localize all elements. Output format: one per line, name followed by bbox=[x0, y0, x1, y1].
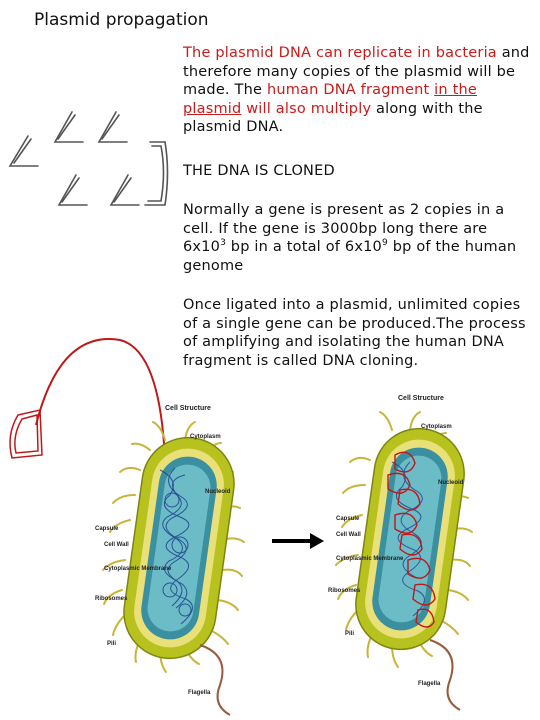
label-membrane-left: Cytoplasmic Membrane bbox=[104, 566, 172, 572]
paragraph-ligation: Once ligated into a plasmid, unlimited c… bbox=[183, 297, 526, 369]
plasmid-copies bbox=[387, 451, 436, 628]
label-capsule-right: Capsule bbox=[336, 516, 360, 522]
label-pili-left: Pili bbox=[107, 641, 116, 647]
exponent-3: 3 bbox=[220, 238, 226, 249]
text-red-intro: The plasmid DNA can replicate in bacteri… bbox=[183, 45, 497, 61]
cell-structure-title-left: Cell Structure bbox=[165, 405, 211, 412]
label-cell-wall-right: Cell Wall bbox=[336, 532, 361, 538]
page-title: Plasmid propagation bbox=[34, 10, 209, 30]
paragraph-replication: The plasmid DNA can replicate in bacteri… bbox=[183, 44, 533, 137]
bacterium-left: Cell Structure Cytoplasm Nucleoid Capsul… bbox=[95, 405, 245, 716]
transfer-arrow bbox=[35, 338, 173, 473]
label-pili-right: Pili bbox=[345, 631, 354, 637]
label-cytoplasm-left: Cytoplasm bbox=[190, 434, 221, 440]
plasmid-fragments-drawing bbox=[8, 111, 169, 206]
label-flagella-right: Flagella bbox=[418, 681, 441, 687]
right-arrow-icon bbox=[272, 533, 324, 549]
label-ribosomes-left: Ribosomes bbox=[95, 596, 128, 602]
label-ribosomes-right: Ribosomes bbox=[328, 588, 361, 594]
cell-structure-title-right: Cell Structure bbox=[398, 395, 444, 402]
label-nucleoid-left: Nucleoid bbox=[205, 489, 231, 495]
label-nucleoid-right: Nucleoid bbox=[438, 480, 464, 486]
label-membrane-right: Cytoplasmic Membrane bbox=[336, 556, 404, 562]
text-red-underlined: in the plasmid bbox=[183, 82, 477, 117]
text-red-multiply: will also multiply bbox=[246, 100, 372, 117]
text-gene-a: Normally a gene is present as 2 copies i… bbox=[183, 202, 505, 255]
paragraph-dna-cloned: THE DNA IS CLONED bbox=[183, 163, 335, 179]
label-cytoplasm-right: Cytoplasm bbox=[421, 424, 452, 430]
exponent-9: 9 bbox=[381, 238, 388, 249]
text-gene-b: bp in a total of 6x10 bbox=[226, 239, 382, 255]
paragraph-gene-copies: Normally a gene is present as 2 copies i… bbox=[183, 201, 533, 275]
text-gene-c: bp of the human genome bbox=[183, 239, 517, 274]
text-plain: and therefore many copies of the plasmid… bbox=[183, 45, 530, 98]
human-dna-fragment-drawing bbox=[9, 409, 43, 459]
label-flagella-left: Flagella bbox=[188, 690, 211, 696]
bacterium-right: Cell Structure Cytoplasm Nucleoid Capsul… bbox=[328, 395, 473, 711]
text-plain-end: along with the plasmid DNA. bbox=[183, 100, 483, 136]
text-red-fragment: human DNA fragment bbox=[266, 82, 430, 98]
label-capsule-left: Capsule bbox=[95, 526, 119, 532]
label-cell-wall-left: Cell Wall bbox=[104, 542, 129, 548]
